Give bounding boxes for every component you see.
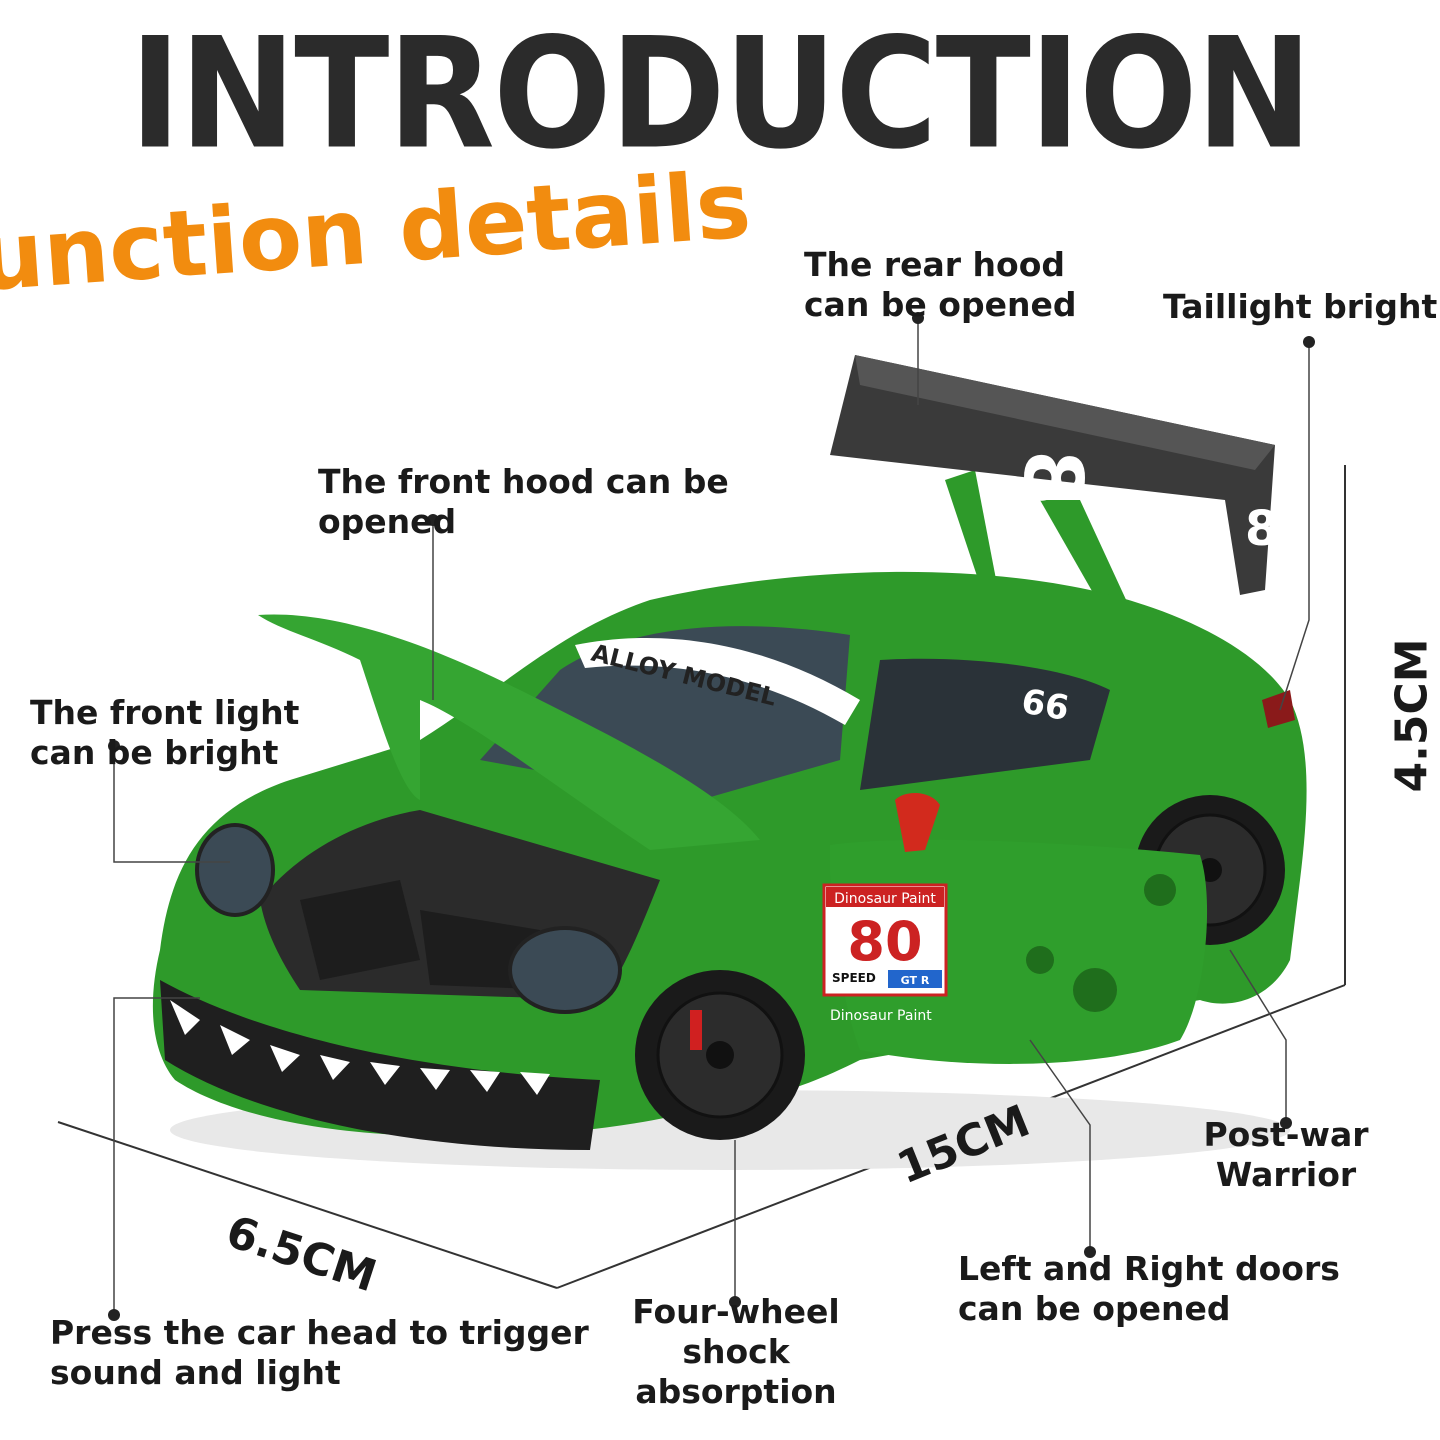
rear-wing: 8 8 xyxy=(830,355,1278,640)
car-model: 8 8 ALLOY MODEL xyxy=(152,355,1307,1170)
callout-dots xyxy=(108,312,1315,1321)
callout-head-trigger: Press the car head to trigger sound and … xyxy=(50,1313,589,1392)
badge-gt: GT R xyxy=(901,974,930,987)
badge-bottom-text: Dinosaur Paint xyxy=(830,1008,932,1024)
wing-number: 8 xyxy=(1006,450,1099,506)
wing-end-number: 8 xyxy=(1245,501,1278,557)
front-wheel xyxy=(635,970,805,1140)
callout-front-light: The front light can be bright xyxy=(30,693,300,772)
callout-taillight: Taillight bright xyxy=(1163,287,1438,326)
callout-doors: Left and Right doors can be opened xyxy=(958,1249,1340,1328)
badge-number: 80 xyxy=(847,910,922,973)
leader-lines xyxy=(113,320,1310,1315)
callout-post-war: Post-war Warrior xyxy=(1203,1115,1369,1194)
door-badge: Dinosaur Paint 80 SPEED GT R xyxy=(822,883,948,997)
callout-rear-hood: The rear hood can be opened xyxy=(804,245,1077,324)
page-title: INTRODUCTION xyxy=(129,5,1312,184)
side-number: 66 xyxy=(1018,681,1072,729)
dimension-height: 4.5CM xyxy=(1386,638,1438,793)
badge-top-text: Dinosaur Paint xyxy=(834,891,936,907)
badge-speed: SPEED xyxy=(832,971,876,985)
callout-shock: Four-wheel shock absorption xyxy=(632,1292,840,1411)
callout-front-hood: The front hood can be opened xyxy=(318,462,729,541)
